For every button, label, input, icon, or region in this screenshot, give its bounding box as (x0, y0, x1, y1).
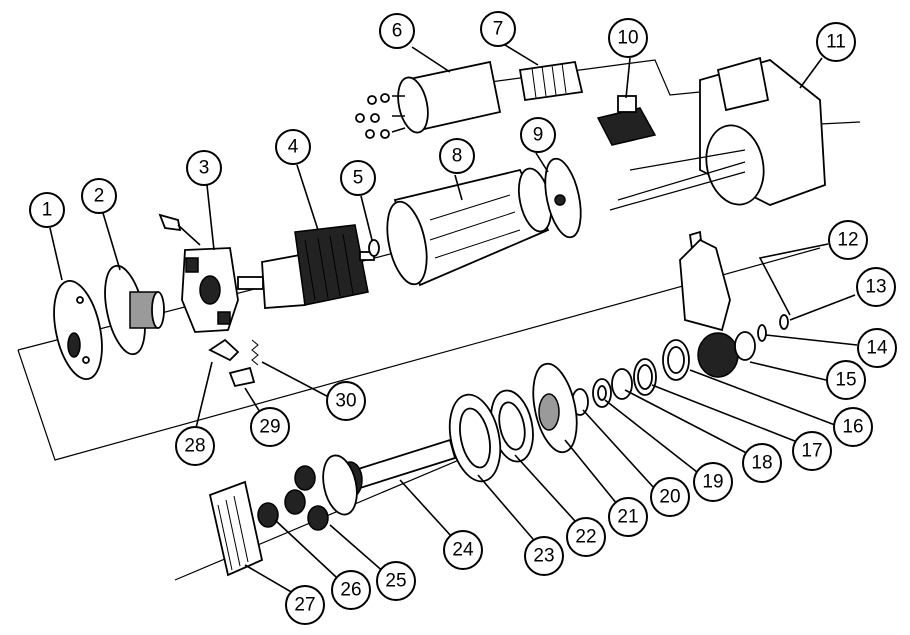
part-washer (368, 239, 380, 257)
callout-25: 25 (376, 561, 416, 601)
svg-text:8: 8 (452, 146, 463, 167)
svg-text:4: 4 (288, 137, 299, 158)
callout-21: 21 (608, 497, 648, 537)
part-brush-holder-plate (158, 213, 239, 333)
svg-text:7: 7 (493, 19, 504, 40)
svg-text:27: 27 (294, 595, 315, 616)
svg-text:30: 30 (335, 391, 356, 412)
callout-24: 24 (443, 530, 483, 570)
svg-text:2: 2 (94, 186, 105, 207)
part-drive-end-housing (609, 56, 826, 211)
part-planet-gears (257, 465, 329, 531)
svg-text:18: 18 (751, 453, 772, 474)
svg-text:13: 13 (865, 277, 886, 298)
callout-13: 13 (856, 267, 896, 307)
svg-text:28: 28 (184, 436, 205, 457)
svg-text:20: 20 (659, 487, 680, 508)
part-brush-spring-clip (208, 338, 259, 388)
svg-text:17: 17 (801, 441, 822, 462)
svg-text:15: 15 (835, 370, 856, 391)
part-end-cover (53, 279, 103, 381)
callout-28: 28 (175, 426, 215, 466)
callout-23: 23 (524, 536, 564, 576)
part-bushing-housing (104, 264, 165, 356)
callout-26: 26 (331, 570, 371, 610)
svg-text:23: 23 (533, 546, 554, 567)
svg-text:10: 10 (617, 28, 638, 49)
part-bearing-plate (532, 362, 578, 454)
part-ring-set (571, 339, 690, 416)
callout-7: 7 (480, 11, 516, 47)
callout-30: 30 (326, 381, 366, 421)
svg-text:19: 19 (702, 472, 723, 493)
svg-text:9: 9 (533, 125, 544, 146)
svg-text:29: 29 (259, 417, 280, 438)
callout-12: 12 (828, 220, 868, 260)
part-planet-carrier-shaft (322, 438, 457, 516)
svg-text:24: 24 (452, 540, 474, 561)
callout-27: 27 (285, 585, 325, 625)
callout-5: 5 (340, 160, 376, 196)
svg-text:25: 25 (385, 571, 406, 592)
part-brush-set (596, 95, 657, 146)
callout-19: 19 (693, 462, 733, 502)
callout-16: 16 (833, 407, 873, 447)
svg-text:3: 3 (199, 158, 210, 179)
svg-text:12: 12 (837, 230, 858, 251)
svg-text:22: 22 (575, 527, 596, 548)
svg-text:14: 14 (866, 338, 888, 359)
svg-text:21: 21 (617, 507, 638, 528)
svg-text:5: 5 (353, 168, 364, 189)
part-armature (237, 224, 375, 309)
callout-20: 20 (650, 477, 690, 517)
callout-18: 18 (742, 443, 782, 483)
svg-text:6: 6 (392, 21, 403, 42)
callout-4: 4 (275, 129, 311, 165)
part-internal-ring-gear (208, 480, 264, 577)
svg-text:1: 1 (42, 200, 53, 221)
callout-29: 29 (250, 407, 290, 447)
part-ring-gear-housing (448, 389, 534, 483)
callout-6: 6 (379, 13, 415, 49)
part-gasket-plate (544, 157, 582, 239)
svg-text:26: 26 (340, 580, 361, 601)
part-yoke-housing (386, 167, 553, 287)
callout-9: 9 (520, 117, 556, 153)
svg-text:11: 11 (826, 32, 846, 53)
part-plunger (518, 60, 584, 102)
callout-1: 1 (29, 192, 65, 228)
callout-22: 22 (566, 517, 606, 557)
callout-3: 3 (186, 150, 222, 186)
callout-2: 2 (81, 178, 117, 214)
callout-14: 14 (857, 328, 897, 368)
svg-text:16: 16 (842, 417, 863, 438)
callout-11: 11 (816, 22, 856, 62)
callout-10: 10 (608, 18, 648, 58)
part-solenoid (355, 60, 502, 139)
callout-17: 17 (792, 431, 832, 471)
part-clip-and-washer (757, 314, 789, 342)
callout-15: 15 (826, 360, 866, 400)
callout-8: 8 (439, 138, 475, 174)
part-pinion-clutch (697, 331, 756, 378)
part-shift-fork (679, 230, 731, 332)
